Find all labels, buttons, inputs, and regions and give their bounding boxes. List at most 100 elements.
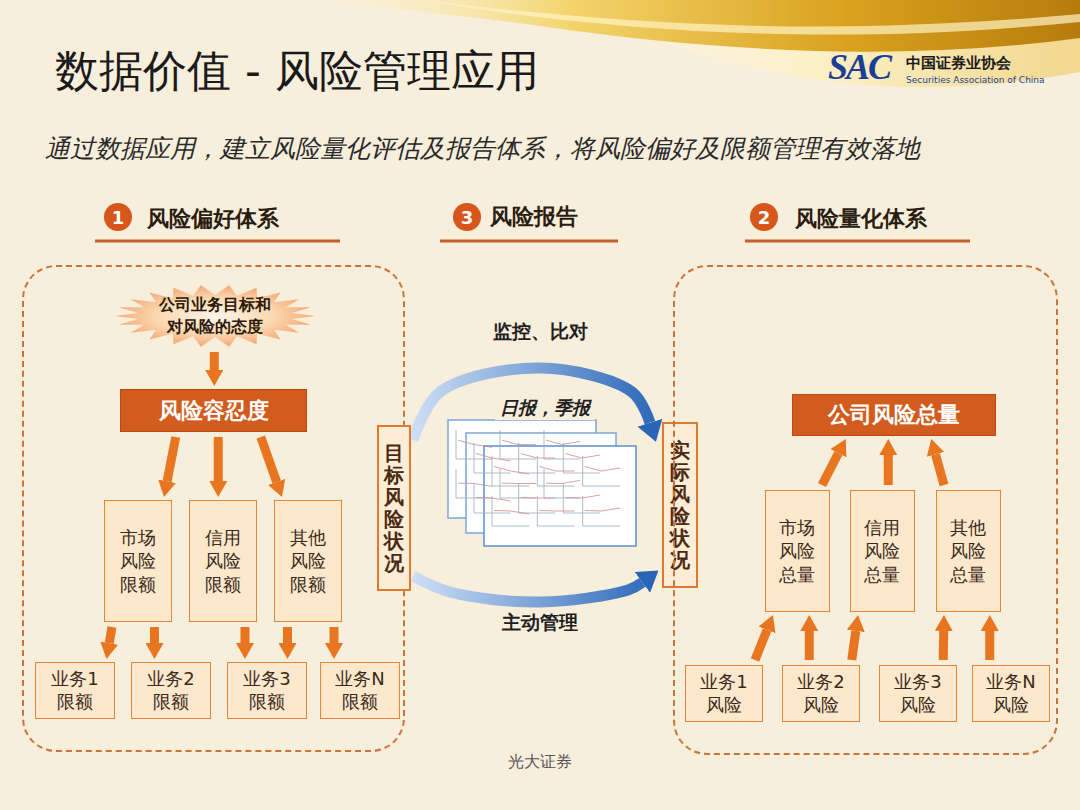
header-underline	[745, 240, 970, 243]
chart-axis	[537, 496, 574, 526]
number-circle	[453, 203, 481, 231]
process-box: 信用 风险 限额	[189, 500, 257, 622]
node-text: 业务3 限额	[239, 667, 295, 714]
node-text: 风险容忍度	[159, 396, 269, 426]
chart-axis	[537, 456, 574, 486]
highlight-box: 公司风险总量	[792, 394, 996, 436]
node-text: 信用 风险 限额	[202, 526, 243, 596]
process-box: 业务1 风险	[685, 665, 763, 722]
chart-line	[539, 510, 574, 512]
gold-swoosh	[300, 0, 1080, 52]
node-text: 信用 风险 总量	[862, 516, 903, 586]
block-arrow	[283, 627, 292, 643]
process-box: 业务N 风险	[972, 665, 1050, 722]
block-arrow	[261, 437, 277, 482]
callout-number: 2	[758, 207, 771, 228]
page-title: 数据价值 - 风险管理应用	[55, 42, 539, 101]
node-text: 日报，季报	[495, 396, 595, 420]
report-stack: 日报，季报	[450, 396, 640, 420]
footer-source: 光大证券	[508, 752, 572, 773]
chart-axis	[563, 483, 600, 513]
block-arrow	[330, 627, 339, 643]
node-text: 业务1 限额	[47, 667, 103, 714]
node-text: 市场 风险 总量	[777, 516, 818, 586]
header-underline	[440, 240, 618, 243]
node-text: 业务1 风险	[696, 670, 752, 717]
chart-line	[494, 467, 529, 475]
callout-number: 1	[112, 207, 125, 228]
logo-mark: SAC	[828, 46, 890, 88]
group-region: 风险偏好体系公司业务目标和 对风险的态度风险容忍度市场 风险 限额信用 风险 限…	[22, 265, 405, 752]
node-text: 风险偏好体系	[147, 204, 279, 234]
highlight-box: 风险容忍度	[120, 389, 307, 432]
process-box: 业务2 限额	[131, 662, 211, 719]
node-text: 市场 风险 限额	[117, 526, 158, 596]
block-arrow	[852, 631, 856, 660]
node-text: 业务3 风险	[890, 670, 946, 717]
chart-axis	[583, 456, 620, 486]
node-text: 业务2 风险	[793, 670, 849, 717]
logo-name: 中国证券业协会	[906, 54, 1011, 73]
chart-axis	[563, 443, 600, 473]
process-box: 市场 风险 总量	[765, 490, 830, 612]
chart-line	[521, 497, 556, 499]
chart-line	[476, 498, 511, 502]
process-box: 信用 风险 总量	[850, 490, 915, 612]
chart-line	[585, 508, 620, 511]
status-band: 实际风险状况	[662, 422, 698, 588]
chart-axis	[500, 430, 536, 459]
node-text: 其他 风险 限额	[287, 526, 328, 596]
block-arrow	[210, 352, 219, 370]
block-arrow	[985, 631, 994, 660]
starburst-shape	[115, 285, 315, 346]
block-arrow	[822, 453, 838, 485]
process-box: 其他 风险 总量	[936, 490, 1001, 612]
block-arrow	[936, 454, 944, 485]
report-pages	[448, 420, 636, 546]
process-box: 市场 风险 限额	[104, 500, 172, 622]
node-text: 公司风险总量	[828, 400, 960, 430]
node-text: 业务2 限额	[143, 667, 199, 714]
cycle-arrow	[413, 576, 642, 602]
process-box: 业务2 风险	[782, 665, 860, 722]
chart-line	[458, 483, 492, 486]
block-arrow	[241, 627, 250, 643]
number-circle	[750, 203, 778, 231]
gold-highlight	[420, 0, 1080, 35]
process-box: 业务N 限额	[320, 662, 400, 719]
block-arrow	[755, 630, 767, 660]
chart-axis	[544, 430, 580, 459]
status-band: 目标风险状况	[377, 425, 411, 591]
chart-line	[476, 454, 511, 462]
chart-line	[494, 511, 529, 515]
node-text: 业务N 风险	[983, 670, 1039, 717]
cycle-arrow	[413, 368, 650, 440]
subtitle: 通过数据应用，建立风险量化评估及报告体系，将风险偏好及限额管理有效落地	[45, 132, 920, 165]
header-underline	[95, 240, 340, 243]
chart-axis	[583, 496, 620, 526]
process-box: 其他 风险 限额	[274, 500, 342, 622]
chart-line	[521, 454, 556, 459]
logo-english: Securities Association of China	[906, 75, 1045, 85]
block-arrow	[167, 437, 176, 481]
chart-axis	[492, 496, 529, 526]
group-region: 风险量化体系公司风险总量市场 风险 总量信用 风险 总量其他 风险 总量业务1 …	[673, 265, 1058, 755]
chart-axis	[492, 456, 529, 486]
starburst-outline	[115, 285, 315, 347]
block-arrow	[214, 437, 223, 481]
number-circle	[104, 203, 132, 231]
chart-line	[458, 440, 492, 447]
block-arrow	[109, 627, 112, 643]
chart-line	[539, 467, 574, 472]
callout-number: 3	[461, 207, 474, 228]
chart-line	[585, 467, 620, 472]
process-box: 业务3 限额	[227, 662, 307, 719]
node-text: 业务N 限额	[332, 667, 388, 714]
starburst-box: 公司业务目标和 对风险的态度	[115, 285, 315, 347]
node-text: 其他 风险 总量	[948, 516, 989, 586]
node-text: 目标风险状况	[384, 442, 404, 574]
block-arrow	[150, 627, 159, 643]
block-arrow	[805, 631, 814, 660]
process-box: 业务1 限额	[35, 662, 115, 719]
